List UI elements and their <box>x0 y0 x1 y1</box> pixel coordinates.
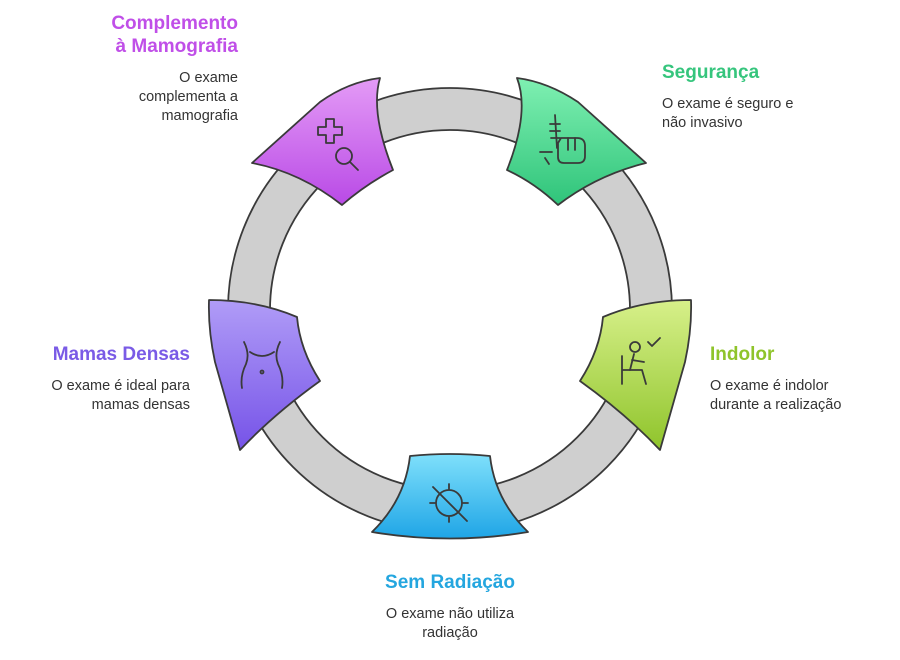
title-complemento-line2: à Mamografia <box>115 36 238 57</box>
segment-indolor <box>579 299 693 451</box>
label-complemento: Complemento à Mamografia O exame complem… <box>60 12 238 126</box>
title-radiacao: Sem Radiação <box>385 572 515 593</box>
desc-radiacao-line1: O exame não utiliza <box>385 606 515 622</box>
desc-indolor-line1: O exame é indolor <box>710 378 829 394</box>
label-radiacao: Sem Radiação O exame não utiliza radiaçã… <box>350 571 550 643</box>
torso-icon <box>240 341 284 389</box>
medical-search-icon <box>317 118 359 171</box>
label-indolor: Indolor O exame é indolor durante a real… <box>710 343 890 415</box>
segment-radiacao <box>371 453 529 540</box>
title-complemento-line1: Complemento <box>111 13 238 34</box>
no-radiation-icon <box>429 483 469 523</box>
desc-seguranca-line1: O exame é seguro e <box>662 96 794 112</box>
desc-complemento-line2: complementa a <box>138 89 238 105</box>
syringe-fist-icon <box>539 114 586 165</box>
desc-radiacao-line2: radiação <box>422 625 478 641</box>
label-densas: Mamas Densas O exame é ideal para mamas … <box>20 343 190 415</box>
seated-person-check-icon <box>621 337 661 385</box>
desc-complemento-line1: O exame <box>179 70 238 86</box>
segment-complemento <box>251 77 394 206</box>
desc-complemento-line3: mamografia <box>161 108 238 124</box>
segment-seguranca <box>506 77 647 206</box>
desc-densas-line2: mamas densas <box>91 397 190 413</box>
desc-densas-line1: O exame é ideal para <box>51 378 190 394</box>
segment-densas <box>207 299 321 451</box>
desc-indolor-line2: durante a realização <box>710 397 842 413</box>
desc-seguranca-line2: não invasivo <box>662 115 743 131</box>
title-densas: Mamas Densas <box>52 344 190 365</box>
label-seguranca: Segurança O exame é seguro e não invasiv… <box>662 61 862 133</box>
title-seguranca: Segurança <box>662 62 760 83</box>
title-indolor: Indolor <box>710 344 775 365</box>
